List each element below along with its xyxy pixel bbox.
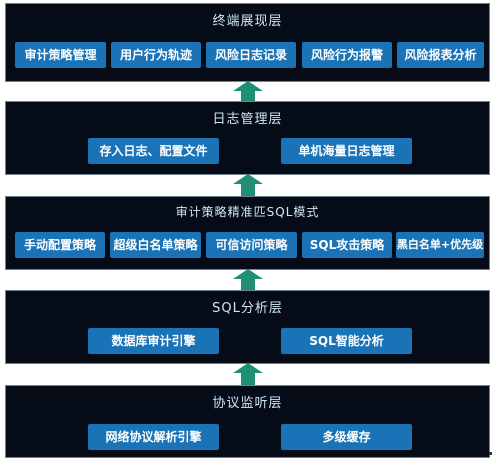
up-arrow-icon xyxy=(233,174,263,196)
layer-protocol-monitor: 协议监听层 网络协议解析引擎 多级缓存 xyxy=(5,385,490,458)
box-user-behavior-trace: 用户行为轨迹 xyxy=(111,42,201,68)
box-multilevel-cache: 多级缓存 xyxy=(281,424,412,450)
box-single-machine-log-mgmt: 单机海量日志管理 xyxy=(281,138,412,164)
layer-title: 协议监听层 xyxy=(212,396,283,411)
box-store-log-config: 存入日志、配置文件 xyxy=(88,138,219,164)
up-arrow-icon xyxy=(233,269,263,291)
box-manual-config-policy: 手动配置策略 xyxy=(15,232,105,258)
box-risk-log-record: 风险日志记录 xyxy=(206,42,296,68)
corner-mark xyxy=(489,452,492,455)
layer-title: 终端展现层 xyxy=(212,14,283,29)
box-audit-policy-management: 审计策略管理 xyxy=(15,42,106,68)
layer-log-management: 日志管理层 存入日志、配置文件 单机海量日志管理 xyxy=(5,101,490,175)
layer-terminal-display: 终端展现层 审计策略管理 用户行为轨迹 风险日志记录 风险行为报警 风险报表分析 xyxy=(5,3,490,82)
layer-title: SQL分析层 xyxy=(212,301,283,316)
box-risk-report-analysis: 风险报表分析 xyxy=(397,42,484,68)
layer-title: 日志管理层 xyxy=(212,112,283,127)
layer-audit-policy-sql-mode: 审计策略精准匹SQL模式 手动配置策略 超级白名单策略 可信访问策略 SQL攻击… xyxy=(5,196,490,270)
box-sql-smart-analysis: SQL智能分析 xyxy=(281,328,412,354)
layer-title: 审计策略精准匹SQL模式 xyxy=(175,205,320,219)
box-risk-behavior-alarm: 风险行为报警 xyxy=(302,42,392,68)
box-network-protocol-parser: 网络协议解析引擎 xyxy=(88,424,219,450)
layer-sql-analysis: SQL分析层 数据库审计引擎 SQL智能分析 xyxy=(5,290,490,364)
box-super-whitelist-policy: 超级白名单策略 xyxy=(110,232,201,258)
up-arrow-icon xyxy=(233,363,263,385)
box-black-white-list-priority: 黑白名单+优先级 xyxy=(396,232,484,258)
box-trusted-access-policy: 可信访问策略 xyxy=(206,232,297,258)
box-sql-attack-policy: SQL攻击策略 xyxy=(302,232,392,258)
box-db-audit-engine: 数据库审计引擎 xyxy=(88,328,219,354)
up-arrow-icon xyxy=(233,81,263,103)
